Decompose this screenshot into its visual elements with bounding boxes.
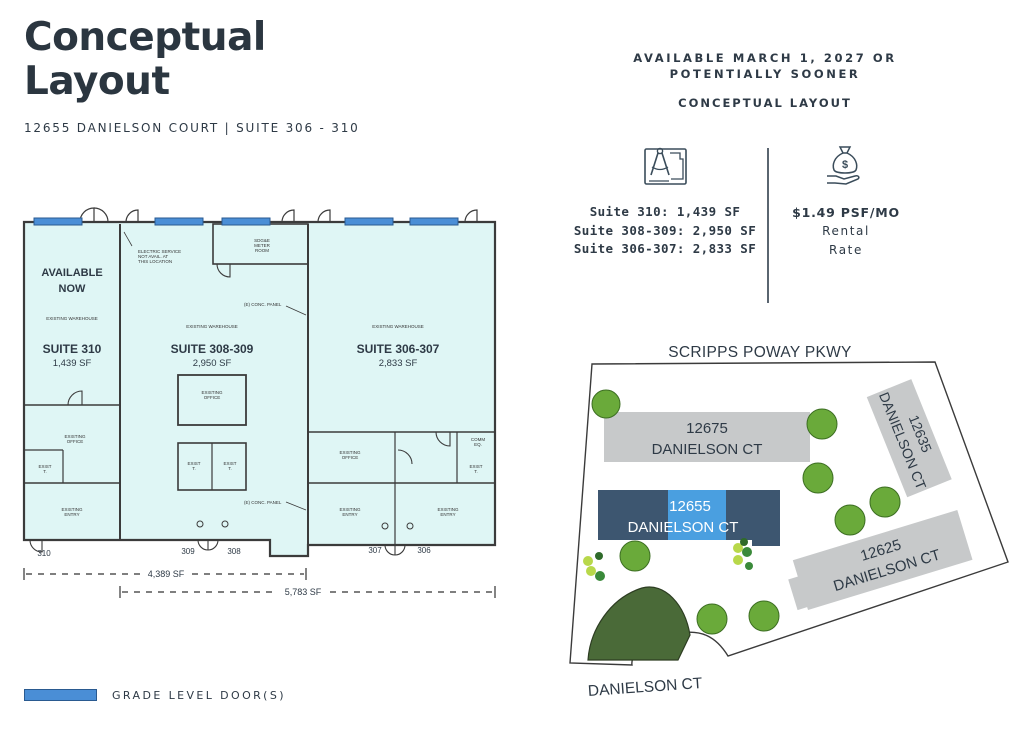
comm-room-label-b: EQ. — [474, 442, 482, 447]
suite-size-306-307: Suite 306-307: 2,833 SF — [573, 241, 757, 256]
availability-line-2: POTENTIALLY SOONER — [669, 67, 861, 81]
suite-306-room: EXISTING WAREHOUSE — [372, 324, 424, 329]
legend-door-swatch — [24, 689, 97, 701]
availability-line-1: AVAILABLE MARCH 1, 2027 OR — [633, 51, 897, 65]
rate-label-1: Rental — [822, 224, 870, 238]
office-306-label-a: EXISTING — [339, 450, 361, 455]
suite-306-name: SUITE 306-307 — [357, 342, 440, 356]
comm-room-label-a: COMM — [471, 437, 485, 442]
floor-plan-fill — [22, 220, 497, 558]
shrub-cluster — [583, 538, 753, 581]
unit-label-309: 309 — [181, 547, 195, 556]
office-308-label-a: EXISTING — [201, 390, 223, 395]
legend-label: GRADE LEVEL DOOR(S) — [112, 689, 286, 702]
svg-text:$: $ — [842, 159, 848, 171]
suite-306-area: 2,833 SF — [379, 358, 418, 369]
office-310-label-a: EXISTING — [64, 434, 86, 439]
note-electric-3: THIS LOCATION — [138, 259, 172, 264]
note-electric-2: NOT AVAIL. AT — [138, 254, 168, 259]
toilet-310-label-b: T. — [43, 469, 47, 474]
suite-size-list: Suite 310: 1,439 SF Suite 308-309: 2,950… — [520, 203, 810, 259]
building-12675-number: 12675 — [686, 420, 728, 437]
road-label-scripps: SCRIPPS POWAY PKWY — [668, 344, 851, 361]
toilet-308a-label-b: T. — [192, 466, 196, 471]
building-12675 — [604, 412, 810, 462]
unit-label-307: 307 — [368, 546, 382, 555]
entry-307-label-a: EXISTING — [339, 507, 361, 512]
suite-size-308-309: Suite 308-309: 2,950 SF — [573, 222, 757, 238]
dimension-left-label: 4,389 SF — [148, 569, 185, 579]
note-electric-1: ELECTRIC SERVICE — [138, 249, 181, 254]
note-panel-bottom: (E) CONC. PANEL — [244, 500, 282, 505]
grade-door-1 — [33, 217, 83, 226]
suite-310-room: EXISTING WAREHOUSE — [46, 316, 98, 321]
building-12655-number: 12655 — [669, 498, 711, 515]
blueprint-compass-icon — [643, 143, 689, 192]
entry-306-label-a: EXISTING — [437, 507, 459, 512]
entry-310-label-b: ENTRY — [64, 512, 79, 517]
dimension-total-label: 5,783 SF — [285, 587, 322, 597]
building-12655-suite-highlight — [668, 490, 726, 540]
toilet-308a-label-a: EXIST — [187, 461, 200, 466]
info-divider — [767, 148, 769, 303]
toilet-308b-label-a: EXIST — [223, 461, 236, 466]
toilet-308b-label-b: T. — [228, 466, 232, 471]
page-title: Conceptual Layout — [24, 15, 266, 104]
suite-size-310: Suite 310: 1,439 SF — [589, 204, 741, 219]
note-meter-2: METER — [254, 243, 271, 248]
money-bag-hand-icon: $ — [824, 143, 866, 192]
unit-label-306: 306 — [417, 546, 431, 555]
entry-310-label-a: EXISTING — [61, 507, 83, 512]
suite-310-status-2: NOW — [59, 283, 87, 295]
office-308-label-b: OFFICE — [204, 395, 221, 400]
road-label-danielson: DANIELSON CT — [587, 675, 703, 700]
concept-subheading: CONCEPTUAL LAYOUT — [678, 96, 852, 110]
note-meter-1: SDG&E — [254, 238, 270, 243]
toilet-306-label-a: EXIST — [469, 464, 482, 469]
suite-310-area: 1,439 SF — [53, 358, 92, 369]
floor-plan: AVAILABLE NOW EXISTING WAREHOUSE SUITE 3… — [22, 207, 497, 598]
note-panel-top: (E) CONC. PANEL — [244, 302, 282, 307]
toilet-306-label-b: T. — [474, 469, 478, 474]
suite-310-status-1: AVAILABLE — [41, 267, 102, 279]
suite-308-name: SUITE 308-309 — [171, 342, 254, 356]
rate-label-2: Rate — [829, 243, 863, 257]
toilet-310-label-a: EXIST — [38, 464, 51, 469]
availability-text: AVAILABLE MARCH 1, 2027 OR POTENTIALLY S… — [600, 50, 930, 82]
tree-cluster — [591, 389, 901, 635]
entry-306-label-b: ENTRY — [440, 512, 455, 517]
note-meter-3: ROOM — [255, 248, 269, 253]
suite-308-room: EXISTING WAREHOUSE — [186, 324, 238, 329]
building-12655-street: DANIELSON CT — [628, 519, 739, 536]
grade-door-5 — [409, 217, 459, 226]
property-address: 12655 DANIELSON COURT | SUITE 306 - 310 — [24, 121, 360, 135]
grade-door-4 — [344, 217, 394, 226]
rental-rate: $1.49 PSF/MO Rental Rate — [770, 204, 922, 260]
grade-door-2 — [154, 217, 204, 226]
rate-price: $1.49 PSF/MO — [792, 205, 900, 220]
site-map: SCRIPPS POWAY PKWY DANIELSON CT 12675 DA… — [569, 344, 1009, 700]
green-space — [587, 586, 691, 661]
office-310-label-b: OFFICE — [67, 439, 84, 444]
building-12675-street: DANIELSON CT — [652, 441, 763, 458]
entry-307-label-b: ENTRY — [342, 512, 357, 517]
unit-label-308: 308 — [227, 547, 241, 556]
suite-310-name: SUITE 310 — [43, 342, 102, 356]
suite-308-area: 2,950 SF — [193, 358, 232, 369]
grade-door-3 — [221, 217, 271, 226]
unit-label-310: 310 — [37, 549, 51, 558]
office-306-label-b: OFFICE — [342, 455, 359, 460]
office-308 — [177, 374, 247, 426]
